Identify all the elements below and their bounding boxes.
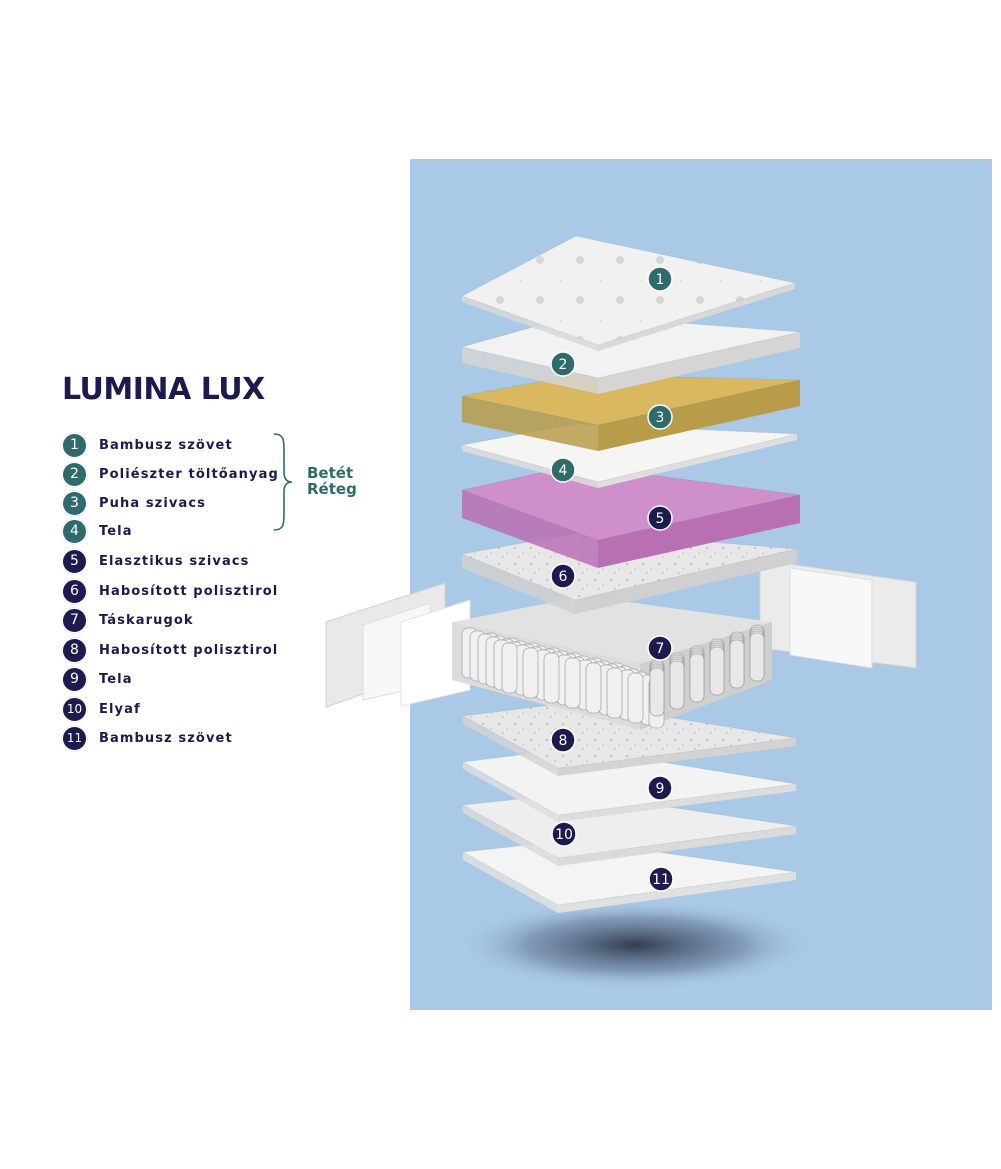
- side-panel-right-inner: [789, 567, 873, 669]
- layer-marker-label: 9: [656, 781, 665, 797]
- legend-item-3: 3 Puha szivacs: [62, 489, 206, 517]
- layer-6-left-side: [462, 554, 575, 614]
- layer-10-front-side: [558, 826, 796, 866]
- spring-coil: [669, 660, 685, 710]
- legend-item-7: 7 Táskarugok: [62, 606, 194, 634]
- spring-coil: [649, 667, 665, 717]
- legend-item-8: 8 Habosított polisztirol: [62, 636, 278, 664]
- legend-item-6: 6 Habosított polisztirol: [62, 577, 278, 605]
- spring-coil: [709, 646, 725, 696]
- legend-label: Habosított polisztirol: [99, 583, 279, 599]
- layer-marker-7: [647, 635, 673, 661]
- legend-label: Poliészter töltőanyag: [99, 466, 279, 482]
- legend-number-badge: 6: [62, 578, 87, 604]
- legend-label: Bambusz szövet: [99, 437, 233, 453]
- layer-marker-label: 7: [656, 641, 665, 657]
- legend-number-badge: 11: [62, 725, 87, 751]
- legend-item-5: 5 Elasztikus szivacs: [62, 547, 250, 575]
- layer-5-left-side: [462, 490, 598, 568]
- legend-label: Puha szivacs: [99, 495, 206, 511]
- legend-item-10: 10 Elyaf: [62, 695, 141, 723]
- spring-coil: [627, 672, 644, 724]
- layer-marker-label: 6: [559, 569, 568, 585]
- spring-coil: [729, 639, 745, 689]
- group-label-line-2: Réteg: [307, 480, 357, 498]
- layer-marker-6: [550, 563, 576, 589]
- layer-marker-9: [647, 775, 673, 801]
- layer-8-top: [461, 701, 797, 769]
- legend-label: Habosított polisztirol: [99, 642, 279, 658]
- legend-label: Táskarugok: [99, 612, 194, 628]
- legend-number-badge: 7: [62, 607, 87, 633]
- layer-marker-2: [550, 351, 576, 377]
- legend-item-11: 11 Bambusz szövet: [62, 724, 233, 752]
- layer-8-front-side: [558, 738, 796, 776]
- layer-9-left-side: [463, 762, 558, 822]
- legend-number-badge: 10: [62, 696, 87, 722]
- legend-number-badge: 1: [62, 432, 87, 458]
- layer-9-front-side: [558, 784, 796, 822]
- layer-8-left-side: [463, 716, 558, 776]
- legend-item-9: 9 Tela: [62, 665, 133, 693]
- legend-number-badge: 5: [62, 548, 87, 574]
- layer-marker-label: 3: [656, 410, 665, 426]
- layer-marker-10: [551, 821, 577, 847]
- layer-2-front-side: [598, 332, 800, 394]
- product-title: LUMINA LUX: [62, 372, 265, 407]
- layer-marker-label: 2: [559, 357, 568, 373]
- layer-11-front-side: [558, 872, 796, 913]
- legend-label: Elyaf: [99, 701, 141, 717]
- layer-marker-11: [648, 866, 674, 892]
- layer-marker-label: 4: [559, 463, 568, 479]
- layer-2-left-side: [462, 347, 598, 394]
- spring-coil: [501, 642, 518, 694]
- legend-label: Tela: [99, 523, 133, 539]
- layer-marker-1: [647, 266, 673, 292]
- layer-marker-5: [647, 505, 673, 531]
- legend-label: Bambusz szövet: [99, 730, 233, 746]
- legend-item-4: 4 Tela: [62, 517, 133, 545]
- legend-number-badge: 4: [62, 518, 87, 544]
- spring-coil: [543, 652, 560, 704]
- legend-number-badge: 8: [62, 637, 87, 663]
- floor-shadow: [455, 900, 815, 990]
- layer-5-top: [460, 464, 801, 541]
- layer-10-left-side: [463, 805, 558, 866]
- layer-11-left-side: [463, 852, 558, 913]
- layer-3-front-side: [598, 380, 800, 451]
- legend-number-badge: 9: [62, 666, 87, 692]
- layer-marker-8: [550, 727, 576, 753]
- layer-marker-label: 11: [652, 872, 670, 888]
- group-label: Betét Réteg: [307, 465, 357, 497]
- layer-marker-label: 8: [559, 733, 568, 749]
- layer-5-front-side: [598, 495, 800, 568]
- layer-marker-label: 1: [656, 272, 665, 288]
- layer-1-top: [460, 235, 797, 346]
- legend-number-badge: 2: [62, 461, 87, 487]
- legend-label: Tela: [99, 671, 133, 687]
- legend-item-2: 2 Poliészter töltőanyag: [62, 460, 279, 488]
- layer-1-front-side: [598, 283, 795, 351]
- spring-coil: [585, 662, 602, 714]
- layer-6-front-side: [575, 549, 797, 614]
- spring-coil: [689, 653, 705, 703]
- layer-4-front-side: [598, 434, 797, 488]
- spring-coil: [564, 657, 581, 709]
- layer-marker-4: [550, 457, 576, 483]
- layer-marker-label: 5: [656, 511, 665, 527]
- legend-label: Elasztikus szivacs: [99, 553, 250, 569]
- legend-number-badge: 3: [62, 490, 87, 516]
- layer-3-top: [461, 374, 801, 426]
- layer-marker-label: 10: [555, 827, 573, 843]
- layer-marker-3: [647, 404, 673, 430]
- spring-coil: [606, 667, 623, 719]
- group-label-line-1: Betét: [307, 464, 354, 482]
- layer-3-left-side: [462, 396, 598, 451]
- layer-1-left-side: [462, 296, 598, 351]
- group-brace-icon: [273, 433, 293, 531]
- legend-item-1: 1 Bambusz szövet: [62, 431, 233, 459]
- spring-coil: [749, 632, 765, 682]
- spring-coil: [522, 647, 539, 699]
